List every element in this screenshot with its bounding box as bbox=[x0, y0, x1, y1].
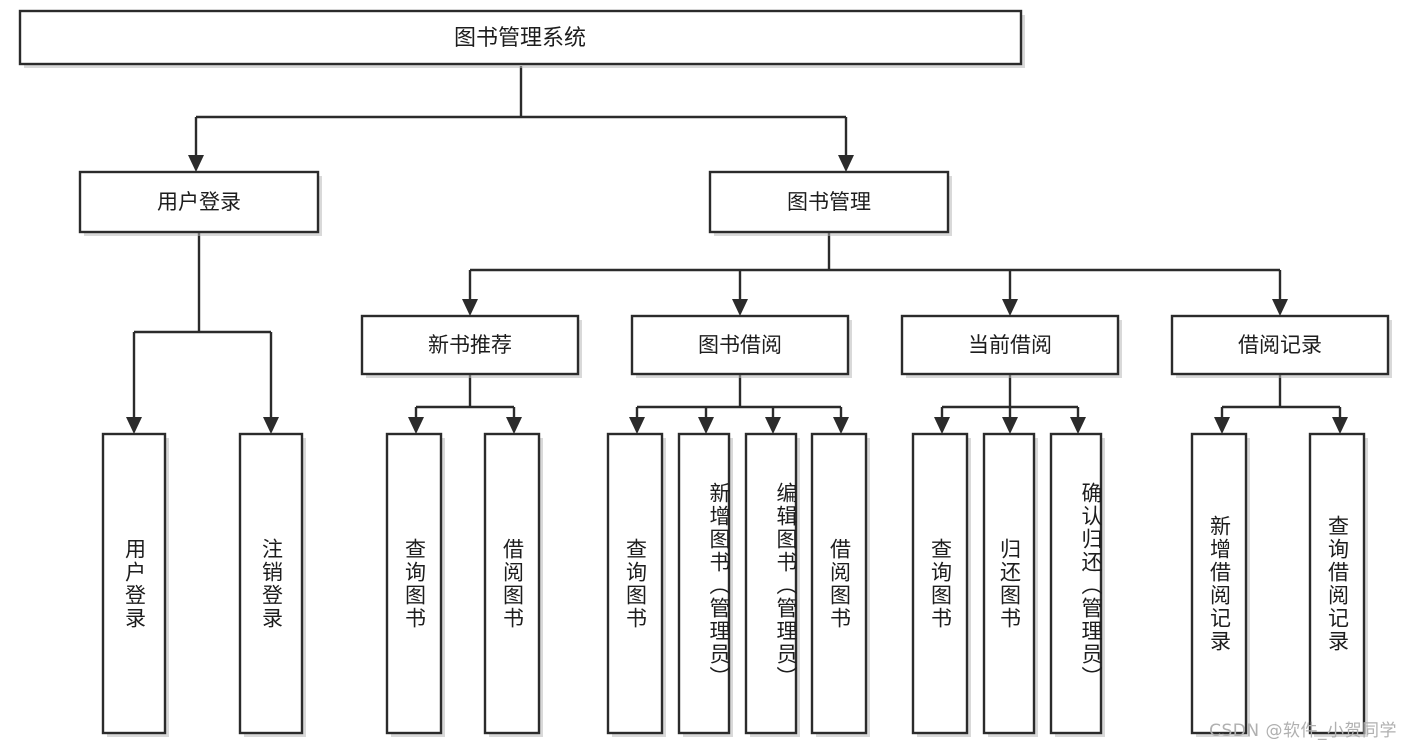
node-book-borrow[interactable]: 图书借阅 bbox=[630, 314, 852, 378]
connector-userlogin-to-leaves bbox=[126, 233, 279, 434]
connector-currentborrow-to-leaves bbox=[934, 375, 1086, 434]
node-new-book-recommend[interactable]: 新书推荐 bbox=[360, 314, 582, 378]
leaf-box-user-login-0[interactable] bbox=[101, 432, 169, 737]
node-book-borrow-label: 图书借阅 bbox=[698, 333, 782, 357]
node-root-label: 图书管理系统 bbox=[454, 26, 586, 51]
leaf-box-book-borrow-0[interactable] bbox=[606, 432, 666, 737]
leaf-box-book-borrow-1[interactable] bbox=[677, 432, 733, 737]
node-current-borrow-label: 当前借阅 bbox=[968, 333, 1052, 357]
leaf-box-book-borrow-3[interactable] bbox=[810, 432, 870, 737]
node-book-management[interactable]: 图书管理 bbox=[708, 170, 952, 236]
node-new-book-recommend-label: 新书推荐 bbox=[428, 333, 512, 357]
node-book-management-label: 图书管理 bbox=[787, 190, 871, 214]
node-borrow-record[interactable]: 借阅记录 bbox=[1170, 314, 1392, 378]
leaf-box-current-borrow-0[interactable] bbox=[911, 432, 971, 737]
leaf-box-user-login-1[interactable] bbox=[238, 432, 306, 737]
connector-root-to-level2 bbox=[188, 66, 854, 172]
node-borrow-record-label: 借阅记录 bbox=[1238, 333, 1322, 357]
leaf-box-book-borrow-2[interactable] bbox=[744, 432, 800, 737]
node-root[interactable]: 图书管理系统 bbox=[18, 9, 1025, 68]
leaf-box-borrow-record-0[interactable] bbox=[1190, 432, 1250, 737]
node-current-borrow[interactable]: 当前借阅 bbox=[900, 314, 1122, 378]
leaf-box-current-borrow-1[interactable] bbox=[982, 432, 1038, 737]
node-user-login-label: 用户登录 bbox=[157, 190, 241, 214]
connector-newbook-to-leaves bbox=[408, 375, 522, 434]
watermark-text: CSDN @软件_小贺同学 bbox=[1209, 721, 1397, 741]
connector-bookborrow-to-leaves bbox=[629, 375, 849, 434]
leaf-box-current-borrow-2[interactable] bbox=[1049, 432, 1105, 737]
leaf-box-new-book-1[interactable] bbox=[483, 432, 543, 737]
leaf-box-new-book-0[interactable] bbox=[385, 432, 445, 737]
node-user-login[interactable]: 用户登录 bbox=[78, 170, 322, 236]
leaf-box-borrow-record-1[interactable] bbox=[1308, 432, 1368, 737]
connector-borrowrecord-to-leaves bbox=[1214, 375, 1348, 434]
connector-bookmgmt-to-level3 bbox=[462, 233, 1288, 316]
